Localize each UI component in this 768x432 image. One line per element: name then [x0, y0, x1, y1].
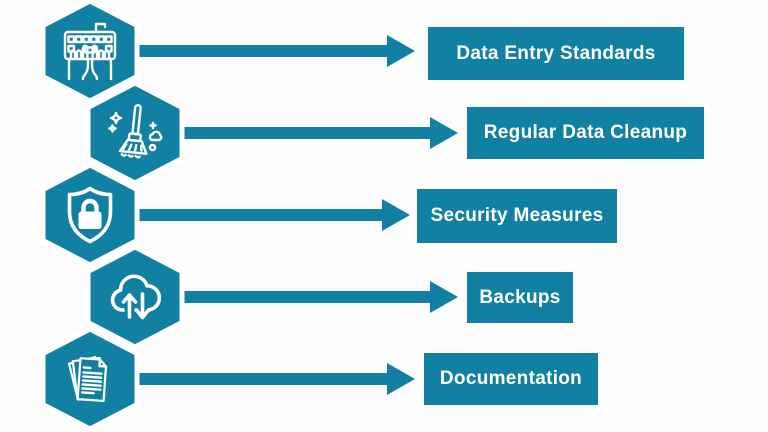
- step-label-box-documentation: Documentation: [424, 353, 598, 405]
- hexagon-data-cleanup: [85, 80, 185, 186]
- step-label: Documentation: [439, 368, 583, 389]
- step-label-box-backups: Backups: [467, 272, 573, 323]
- hexagon-security: [40, 162, 140, 268]
- hexagon-documentation: [40, 326, 140, 432]
- arrow-right-icon: [90, 363, 415, 395]
- shield-lock-icon: [67, 186, 113, 244]
- step-label: Regular Data Cleanup: [483, 122, 688, 143]
- arrow-right-icon: [90, 35, 415, 67]
- keyboard-typing-icon: [63, 22, 117, 81]
- arrow-right-icon: [90, 199, 410, 231]
- step-label-box-data-entry-standards: Data Entry Standards: [428, 27, 684, 80]
- arrow-right-icon: [135, 117, 458, 149]
- step-label: Security Measures: [430, 205, 604, 226]
- step-label-box-regular-data-cleanup: Regular Data Cleanup: [467, 107, 704, 159]
- hexagon-backups: [85, 244, 185, 350]
- step-label-box-security-measures: Security Measures: [417, 189, 617, 243]
- step-label: Backups: [479, 286, 561, 308]
- cloud-sync-icon: [110, 274, 162, 320]
- paper-stack-icon: [67, 356, 108, 403]
- hexagon-data-entry: [40, 0, 140, 104]
- broom-sweep-icon: [108, 103, 163, 159]
- step-label: Data Entry Standards: [456, 42, 656, 64]
- arrow-right-icon: [135, 281, 458, 313]
